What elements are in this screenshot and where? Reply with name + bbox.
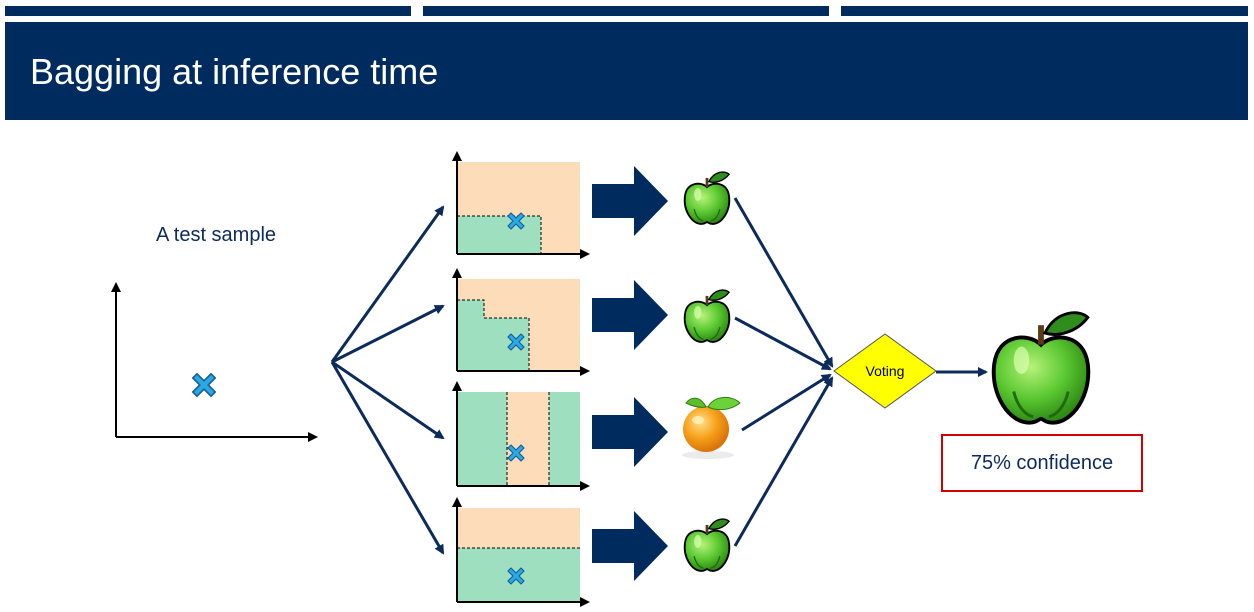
fan-out-arrow-3	[331, 360, 445, 440]
block-arrow-3	[592, 397, 668, 467]
region-green	[457, 216, 541, 254]
classifier-plot-3	[452, 381, 590, 491]
slide-title: Bagging at inference time	[30, 51, 439, 92]
classifier-plot-4	[452, 497, 590, 607]
vote-arrow-2	[734, 316, 832, 371]
fan-out-arrows	[330, 205, 445, 555]
region-green	[457, 300, 529, 371]
vote-arrow-3	[741, 373, 832, 432]
block-arrow-2	[592, 280, 668, 350]
top-bar-segment-1	[5, 6, 411, 16]
fan-out-arrow-2	[331, 304, 445, 364]
apple-prediction-icon	[683, 170, 731, 226]
vote-arrow-4	[733, 376, 834, 547]
test-sample-plot	[111, 282, 318, 442]
apple-prediction-icon	[683, 288, 731, 344]
vote-arrows	[733, 197, 834, 547]
voting-label: Voting	[866, 363, 905, 379]
block-arrows	[592, 166, 668, 581]
classifier-plot-1	[452, 151, 590, 259]
top-bar-segment-2	[423, 6, 829, 16]
decision-boundary	[457, 299, 530, 371]
voting-node: Voting	[833, 333, 937, 409]
classifier-plot-2	[452, 268, 590, 376]
sample-label: A test sample	[156, 224, 276, 246]
apple-prediction-icon	[683, 517, 731, 573]
confidence-label: 75% confidence	[970, 451, 1114, 474]
test-sample-marker	[191, 372, 217, 398]
final-apple-icon	[994, 313, 1089, 423]
fan-out-arrow-1	[330, 205, 445, 363]
region-orange	[507, 392, 549, 486]
confidence-box: 75% confidence	[941, 434, 1143, 492]
top-bar-segment-3	[841, 6, 1248, 16]
title-bar: Bagging at inference time	[5, 22, 1248, 120]
voting-diamond	[833, 333, 937, 409]
decision-boundary	[457, 215, 542, 254]
block-arrow-4	[592, 511, 668, 581]
fan-out-arrow-4	[330, 361, 445, 555]
block-arrow-1	[592, 166, 668, 236]
orange-prediction-icon	[682, 397, 741, 459]
vote-arrow-1	[733, 197, 834, 368]
